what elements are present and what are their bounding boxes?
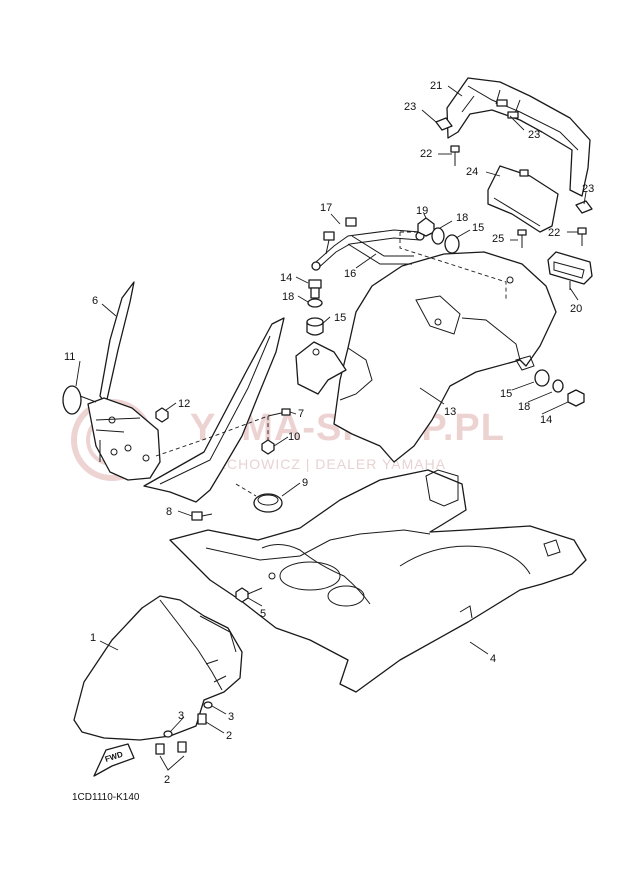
fender-mount-bracket (295, 341, 347, 395)
callout-16: 16 (344, 268, 356, 280)
callout-12: 12 (178, 398, 190, 410)
callout-14: 14 (540, 414, 552, 426)
callout-18: 18 (456, 212, 468, 224)
screw-22-a (450, 145, 460, 166)
damper-15-c (534, 369, 550, 387)
bolt-8 (191, 511, 213, 521)
screw-25 (517, 229, 527, 248)
screw-22-b (577, 227, 587, 246)
collar-18-a (307, 298, 323, 308)
callout-4: 4 (490, 653, 496, 665)
callout-24: 24 (466, 166, 478, 178)
callout-3: 3 (228, 711, 234, 723)
nut-12 (155, 407, 169, 423)
license-light (547, 251, 593, 290)
screw-3-a (163, 730, 173, 738)
callout-11: 11 (64, 351, 75, 363)
callout-23: 23 (528, 129, 540, 141)
bolt-17 (323, 217, 357, 255)
bolt-14-b (567, 389, 585, 407)
callout-labels: 21 23 23 22 24 23 22 25 20 19 18 15 17 1… (64, 80, 594, 786)
callout-9: 9 (302, 477, 308, 489)
dash-front-cover (155, 415, 269, 457)
front-fender (73, 595, 243, 741)
cap-9 (253, 493, 283, 513)
callout-21: 21 (430, 80, 442, 92)
callout-5: 5 (260, 608, 266, 620)
watermark-subtitle: OLECHOWICZ | DEALER YAMAHA (196, 456, 446, 472)
callout-22: 22 (420, 148, 432, 160)
callout-15: 15 (334, 312, 346, 324)
callout-23: 23 (404, 101, 416, 113)
rear-fender (333, 251, 557, 463)
clip-23-b (575, 200, 593, 214)
callout-13: 13 (444, 406, 456, 418)
callout-6: 6 (92, 295, 98, 307)
license-bracket (446, 77, 591, 197)
collar-18-c (552, 379, 564, 393)
callout-20: 20 (570, 303, 582, 315)
callout-22: 22 (548, 227, 560, 239)
floor-panel (169, 469, 587, 693)
windshield (99, 281, 135, 405)
callout-17: 17 (320, 202, 332, 214)
callout-10: 10 (288, 431, 300, 443)
dash-rear-fender (399, 232, 507, 300)
callout-8: 8 (166, 506, 172, 518)
reflector-plate (487, 165, 559, 233)
stay-rod (311, 229, 425, 271)
bolt-19 (417, 217, 435, 237)
screw-3-b (203, 701, 213, 709)
knob-11 (62, 385, 97, 415)
callout-15: 15 (500, 388, 512, 400)
callout-19: 19 (416, 205, 428, 217)
callout-18: 18 (518, 401, 530, 413)
damper-15-a (306, 317, 324, 336)
bolt-2-b (177, 741, 187, 753)
callout-7: 7 (298, 408, 304, 420)
front-cover (143, 317, 285, 503)
diagram-code: 1CD1110-K140 (72, 792, 140, 803)
bolt-2-c (197, 713, 207, 725)
callout-23: 23 (582, 183, 594, 195)
dash-cap (235, 483, 257, 497)
clip-23-a (435, 117, 453, 131)
callout-1: 1 (90, 632, 96, 644)
collar-18-b (431, 227, 445, 245)
callout-18: 18 (282, 291, 294, 303)
callout-2: 2 (226, 730, 232, 742)
callout-3: 3 (178, 710, 184, 722)
callout-2: 2 (164, 774, 170, 786)
nut-10 (261, 439, 275, 455)
callout-15: 15 (472, 222, 484, 234)
callout-25: 25 (492, 233, 504, 245)
bolt-14-a (308, 279, 322, 299)
damper-15-b (444, 234, 460, 254)
leader-lines (75, 85, 587, 771)
fwd-arrow: FWD (93, 743, 135, 777)
front-inner-panel (87, 397, 161, 481)
bolt-2-a (155, 743, 165, 755)
callout-14: 14 (280, 272, 292, 284)
